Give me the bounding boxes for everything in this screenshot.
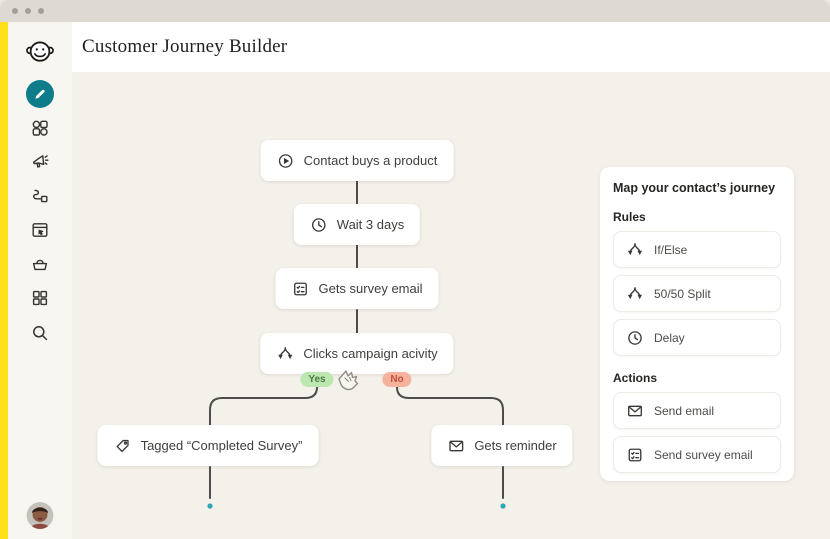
envelope-icon — [447, 437, 465, 455]
automation-path-icon — [30, 186, 50, 206]
window-control-zoom[interactable] — [38, 8, 44, 14]
rule-item-label: Delay — [654, 330, 685, 345]
node-label: Gets reminder — [474, 438, 557, 453]
action-item-send-survey-email[interactable]: Send survey email — [613, 436, 781, 473]
survey-icon — [291, 280, 309, 298]
hand-cursor-illustration — [338, 370, 359, 391]
node-tagged-completed-survey[interactable]: Tagged “Completed Survey” — [97, 425, 319, 466]
rule-item-5050-split[interactable]: 50/50 Split — [613, 275, 781, 312]
pencil-icon — [32, 86, 48, 102]
journey-tools-panel: Map your contact’s journey Rules If/Else… — [600, 167, 794, 481]
node-label: Contact buys a product — [303, 153, 438, 168]
rules-section-heading: Rules — [613, 210, 646, 224]
page-title: Customer Journey Builder — [82, 36, 288, 57]
node-label: Clicks campaign acivity — [303, 346, 438, 361]
tag-icon — [114, 437, 132, 455]
branch-icon — [626, 241, 644, 259]
endpoint-dot — [207, 503, 213, 509]
sidebar-item-commerce[interactable] — [29, 253, 51, 275]
window-control-minimize[interactable] — [25, 8, 31, 14]
action-item-label: Send email — [654, 403, 715, 418]
window-control-close[interactable] — [12, 8, 18, 14]
branch-icon — [276, 345, 294, 363]
clock-icon — [626, 329, 644, 347]
node-label: Tagged “Completed Survey” — [140, 438, 303, 453]
action-item-label: Send survey email — [654, 447, 753, 462]
basket-icon — [30, 254, 50, 274]
megaphone-icon — [30, 152, 50, 172]
sidebar-item-audience[interactable] — [29, 117, 51, 139]
window-titlebar — [0, 0, 830, 22]
sidebar-nav — [8, 22, 73, 539]
sidebar-item-automations[interactable] — [29, 185, 51, 207]
sidebar-item-campaigns[interactable] — [29, 151, 51, 173]
action-item-send-email[interactable]: Send email — [613, 392, 781, 429]
search-icon — [30, 323, 50, 343]
create-button[interactable] — [26, 80, 54, 108]
sidebar-item-website[interactable] — [29, 219, 51, 241]
branch-yes-badge: Yes — [300, 372, 334, 387]
node-contact-buys-product[interactable]: Contact buys a product — [260, 140, 454, 181]
browser-window-icon — [30, 220, 50, 240]
grid-icon — [30, 288, 50, 308]
play-circle-icon — [277, 152, 295, 170]
rule-item-delay[interactable]: Delay — [613, 319, 781, 356]
user-avatar[interactable] — [26, 502, 54, 529]
node-gets-survey-email[interactable]: Gets survey email — [275, 268, 439, 309]
audience-icon — [30, 118, 50, 138]
sidebar-item-search[interactable] — [29, 322, 51, 344]
branch-icon — [626, 285, 644, 303]
envelope-icon — [626, 402, 644, 420]
actions-section-heading: Actions — [613, 371, 658, 385]
rule-item-label: 50/50 Split — [654, 286, 711, 301]
branch-no-badge: No — [382, 372, 412, 387]
rule-item-label: If/Else — [654, 242, 688, 257]
node-label: Wait 3 days — [336, 217, 405, 232]
node-wait-3-days[interactable]: Wait 3 days — [293, 204, 421, 245]
survey-icon — [626, 446, 644, 464]
endpoint-dot — [500, 503, 506, 509]
page-header: Customer Journey Builder — [72, 22, 830, 73]
node-clicks-campaign-activity[interactable]: Clicks campaign acivity — [260, 333, 454, 374]
panel-title: Map your contact’s journey — [613, 181, 776, 195]
node-label: Gets survey email — [318, 281, 423, 296]
node-gets-reminder[interactable]: Gets reminder — [431, 425, 573, 466]
sidebar-item-apps[interactable] — [29, 287, 51, 309]
brand-accent-stripe — [0, 22, 8, 539]
journey-canvas: Contact buys a product Wait 3 days Gets … — [72, 72, 830, 539]
clock-icon — [310, 216, 328, 234]
mailchimp-logo[interactable] — [24, 34, 56, 68]
rule-item-if-else[interactable]: If/Else — [613, 231, 781, 268]
